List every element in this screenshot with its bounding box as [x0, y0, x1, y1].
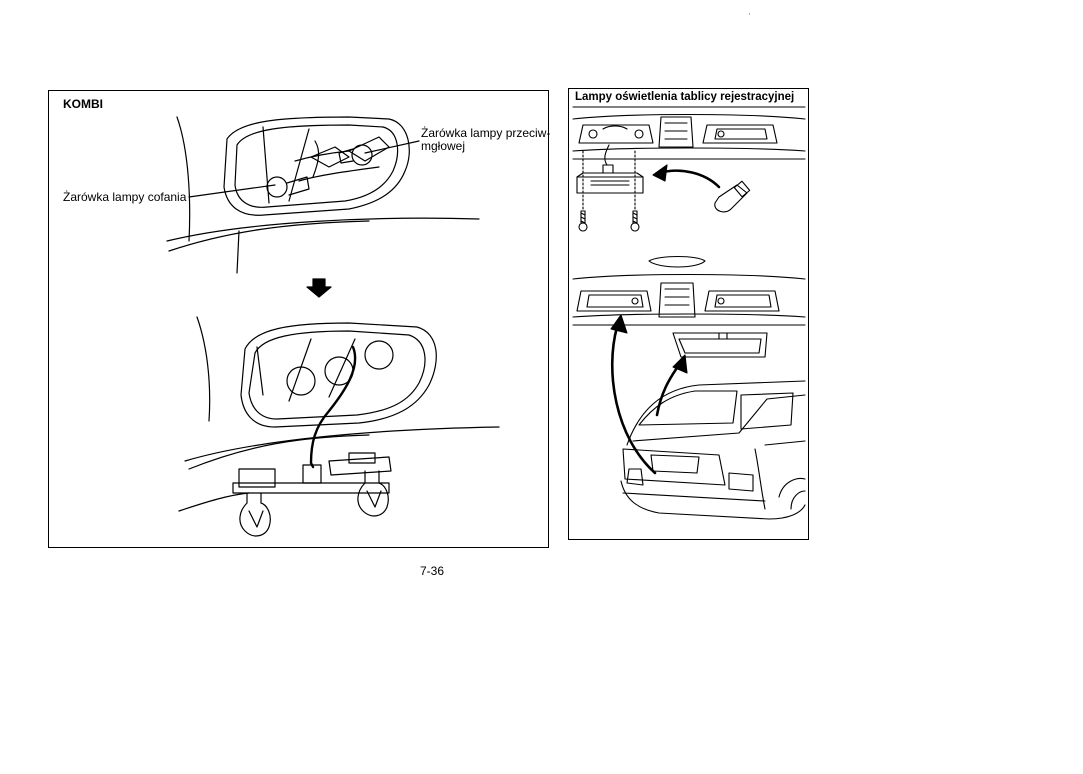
callout-fog-line2: mgłowej	[421, 139, 466, 153]
panel-title-kombi: KOMBI	[63, 97, 103, 111]
lamp-recess-upper-right	[702, 124, 778, 144]
screw-icon	[578, 210, 588, 232]
callout-reverse-bulb: Żarówka lampy cofania	[63, 190, 187, 204]
lamp-housing-lower	[240, 322, 437, 428]
page-number: 7-36	[420, 564, 445, 578]
leader-fog	[364, 140, 420, 154]
license-lamp-illustration	[572, 106, 806, 520]
kombi-rear-lamp-panel: KOMBI	[48, 90, 550, 548]
bulb-wire	[309, 345, 357, 469]
bulb-icon	[714, 180, 751, 213]
license-lamp-unit	[576, 172, 644, 194]
screw-icon	[630, 210, 640, 232]
callout-fog-bulb: Żarówka lampy przeciw- mgłowej	[421, 127, 550, 153]
lamp-recess-upper	[578, 124, 654, 144]
license-plate	[650, 454, 700, 474]
license-plate-lens	[672, 332, 768, 358]
bulb-holder-removed	[232, 452, 392, 537]
scan-speck: ˌ	[748, 6, 751, 15]
panel-title-license-lamp: Lampy oświetlenia tablicy rejestracyjnej	[575, 91, 795, 103]
rear-lamp-illustration	[166, 116, 500, 537]
callout-fog-line1: Żarówka lampy przeciw-	[421, 126, 551, 140]
lamp-recess-lower-left	[576, 290, 652, 312]
bulb-icon	[239, 492, 271, 537]
bulb-icon	[357, 470, 389, 517]
car-rear	[620, 380, 806, 520]
leader-reverse	[188, 184, 276, 198]
body-edge-upper	[176, 116, 191, 242]
license-plate-lamp-panel: Lampy oświetlenia tablicy rejestracyjnej	[568, 88, 809, 540]
step-arrow-down	[306, 278, 332, 298]
body-edge-lower	[196, 316, 211, 422]
removal-arrow	[657, 169, 721, 189]
lamp-housing-upper	[223, 116, 410, 216]
lamp-recess-lower-right	[704, 290, 780, 312]
lamp-lens	[648, 255, 706, 268]
